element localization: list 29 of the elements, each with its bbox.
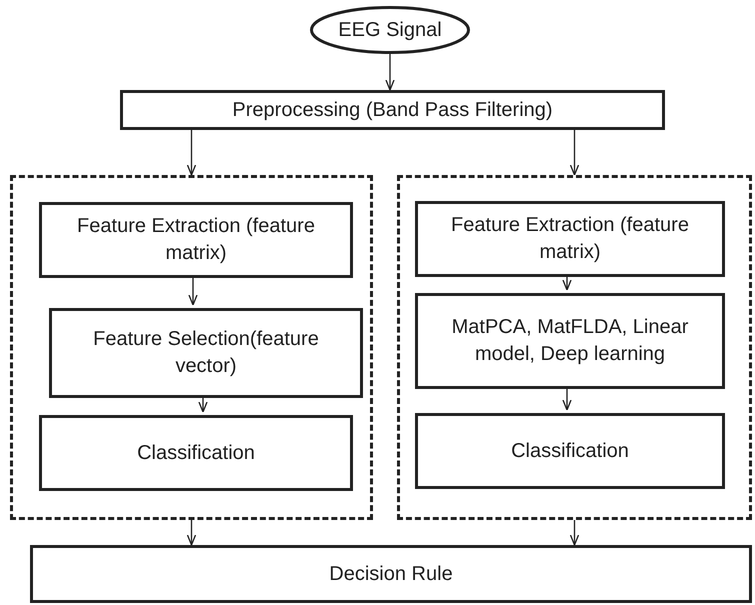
- arrow: [186, 520, 196, 546]
- process-box: [120, 90, 665, 130]
- process-box: [415, 413, 725, 489]
- start-ellipse: [310, 6, 470, 54]
- node-label: Classification: [511, 438, 629, 464]
- dashed-group-box: [10, 175, 373, 520]
- arrow: [198, 395, 208, 413]
- dashed-group-box: [397, 175, 752, 520]
- node-label: EEG Signal: [338, 18, 442, 42]
- node-label: Classification: [137, 440, 255, 466]
- node-label: Decision Rule: [329, 562, 453, 586]
- process-box: [39, 415, 353, 491]
- arrow: [188, 275, 198, 306]
- arrow: [570, 130, 580, 176]
- process-box: [30, 545, 752, 603]
- process-box: [49, 308, 363, 398]
- node-label: Feature Selection(feature vector): [92, 327, 320, 379]
- arrow: [385, 54, 395, 91]
- process-box: [39, 202, 353, 278]
- arrow: [562, 386, 572, 411]
- arrow: [570, 520, 580, 546]
- node-label: Feature Extraction (feature matrix): [450, 213, 690, 265]
- node-label: MatPCA, MatFLDA, Linear model, Deep learning: [450, 315, 690, 367]
- node-label: Preprocessing (Band Pass Filtering): [232, 98, 553, 122]
- arrow: [562, 274, 572, 291]
- arrow: [186, 130, 196, 176]
- process-box: [415, 201, 725, 277]
- node-label: Feature Extraction (feature matrix): [76, 214, 316, 266]
- process-box: [415, 293, 725, 389]
